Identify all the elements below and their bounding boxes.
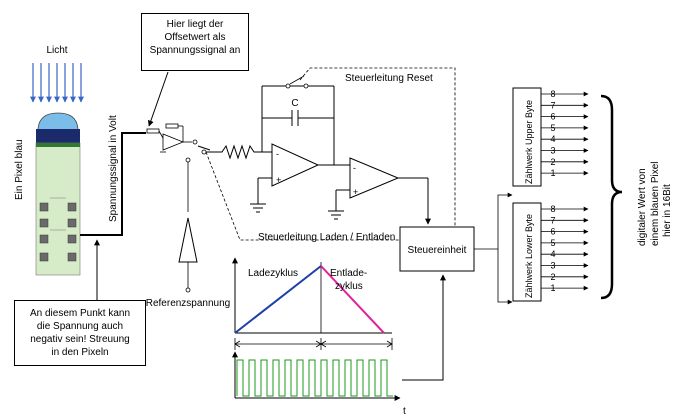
pixel-callout-line3: negativ sein! Streuung [30,334,130,345]
pixel-callout-line2: die Spannung auch [36,321,124,332]
offset-callout-arrow [147,71,169,127]
offset-callout-line1: Hier liegt der [166,19,224,30]
output-brace [600,94,623,300]
charge-dashed-line [205,151,400,241]
svg-text:Zählwerk Upper Byte: Zählwerk Upper Byte [524,100,534,184]
comparator-opamp [328,157,431,225]
offset-buffer [146,123,198,153]
pixel-sensor [35,112,81,276]
charge-line-label: Steuerleitung Laden / Entladen [258,232,395,243]
result-label-line1: digitaler Wert von [637,168,648,246]
voltage-signal-label: Spannungssignal in Volt [108,115,119,222]
svg-text:+: + [353,187,358,197]
time-axis-label: t [403,406,406,417]
discharge-ramp [320,265,385,334]
clock-to-control-wire [402,274,446,381]
reset-line-label: Steuerleitung Reset [345,73,433,84]
counter-lower: Zählwerk Lower Byte [512,202,542,302]
ramp-graph [232,257,393,350]
signal-wire [80,132,146,236]
discharge-cycle-label-2: zyklus [335,281,363,292]
light-label: Licht [46,45,67,56]
result-label-line3: hier in 16Bit [662,184,673,237]
clock-signal [236,359,393,397]
integrator-opamp [250,85,350,213]
reset-dashed-line [299,67,456,227]
input-resistor [206,144,262,160]
pixel-callout-line4: in den Pixeln [51,347,109,358]
svg-text:-: - [276,149,279,159]
offset-callout-line3: Spannungssignal an [149,45,241,56]
offset-callout: Hier liegt der Offsetwert als Spannungss… [141,13,249,71]
charge-ramp [234,265,322,334]
capacitor-label: C [291,98,298,109]
svg-text:-: - [353,163,356,173]
control-unit-label: Steuereinheit [408,245,467,256]
pixel-blue-label: Ein Pixel blau [14,139,25,200]
result-label-line2: einem blauen Pixel [650,162,661,247]
pixel-callout-line1: An diesem Punkt kann [29,308,131,319]
discharge-cycle-label-1: Entlade- [330,268,367,279]
pixel-callout: An diesem Punkt kann die Spannung auch n… [14,300,146,366]
svg-text:+: + [276,175,281,185]
input-switch [197,145,211,151]
charge-cycle-label: Ladezyklus [248,268,298,279]
light-arrows [30,63,84,103]
reset-switch [285,75,309,89]
reference-buffer [178,217,198,263]
offset-callout-line2: Offsetwert als [164,32,226,43]
counter-upper: Zählwerk Upper Byte [512,87,542,187]
reference-voltage-label: Referenzspannung [146,298,231,309]
svg-text:Zählwerk Lower Byte: Zählwerk Lower Byte [524,214,534,298]
